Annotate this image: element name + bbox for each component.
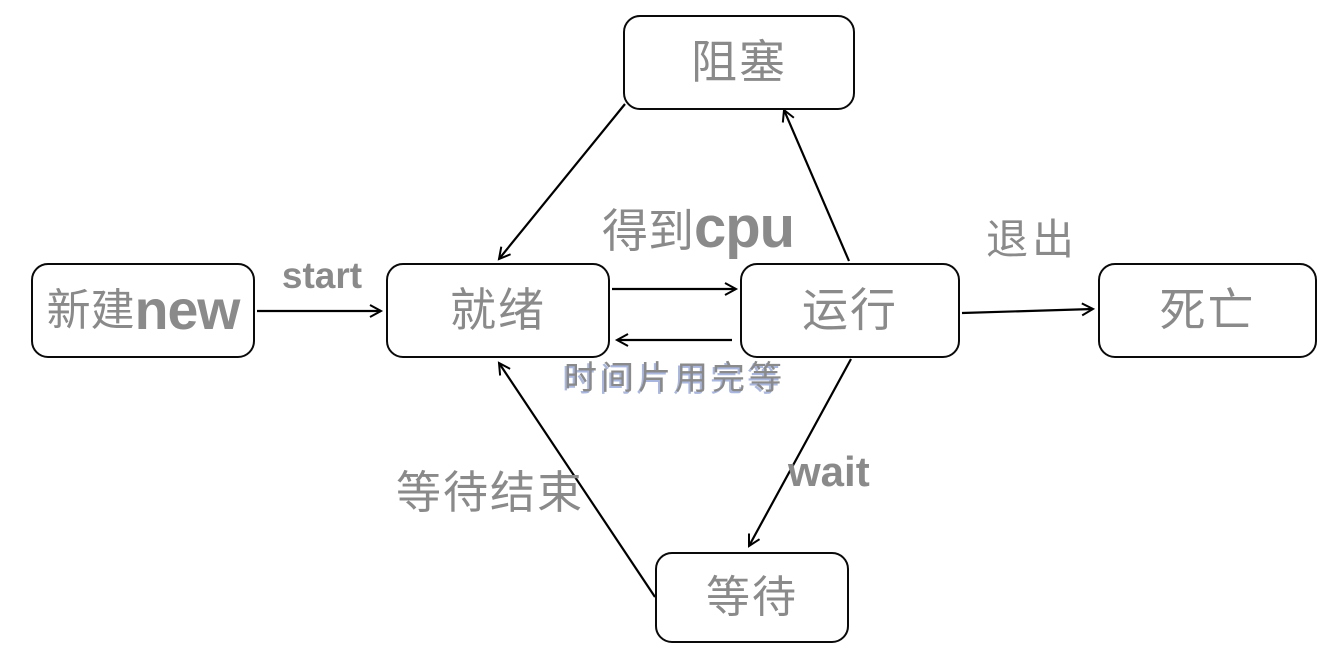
arrow-blocked-to-ready [497,103,626,261]
node-dead: 死亡 [1098,263,1317,358]
arrow-waiting-to-ready [497,361,656,598]
node-ready-label: 就绪 [450,284,546,336]
edge-label-timeslice: 时间片用完等 [564,361,786,397]
node-waiting-label: 等待 [706,572,798,622]
edge-label-get-cpu-en: cpu [694,196,795,260]
edge-label-wait-end: 等待结束 [396,468,585,518]
edge-label-get-cpu-zh: 得到 [602,206,694,257]
node-ready: 就绪 [386,263,610,358]
node-running: 运行 [740,263,960,358]
node-new-label-zh: 新建 [46,285,135,335]
arrow-running-to-waiting [748,358,852,548]
edge-label-get-cpu: 得到cpu [602,199,795,258]
edge-label-exit: 退出 [986,218,1079,264]
node-blocked: 阻塞 [623,15,855,110]
node-new-label-en: new [134,278,241,341]
node-blocked-label: 阻塞 [691,36,787,88]
arrow-running-to-dead [961,302,1096,317]
node-waiting: 等待 [655,552,849,643]
edge-label-start: start [281,255,363,296]
node-running-label: 运行 [802,284,898,336]
edge-label-wait: wait [788,448,870,495]
arrow-running-to-blocked [781,108,851,262]
node-dead-label: 死亡 [1159,284,1256,336]
